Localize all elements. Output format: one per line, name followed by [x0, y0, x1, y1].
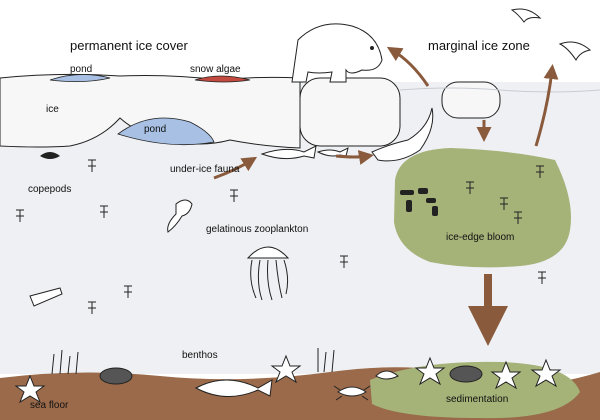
benthos-organisms [14, 348, 562, 404]
starfish-icon [490, 360, 522, 390]
label-sea-floor: sea floor [30, 400, 69, 411]
label-snow-algae: snow algae [190, 64, 241, 75]
sedimentation-area [370, 361, 580, 419]
fish-icon [260, 145, 349, 160]
starfish-icon [14, 374, 46, 404]
copepod-icons [16, 159, 546, 314]
polar-bear-icon [291, 23, 383, 83]
diatom-icons [400, 188, 438, 216]
label-copepods: copepods [28, 184, 71, 195]
ice-floe-2 [441, 81, 501, 119]
label-pond-top: pond [70, 64, 92, 75]
label-under-ice-fauna: under-ice fauna [170, 164, 240, 175]
label-pond-under: pond [144, 124, 166, 135]
seal-icon [371, 107, 434, 162]
jellyfish-icon [246, 246, 290, 301]
arrow-fauna-to-fish [213, 156, 258, 180]
label-ice-edge-bloom: ice-edge bloom [446, 232, 514, 243]
coral-icon [317, 348, 335, 373]
pond-top [49, 74, 111, 82]
arrow-seal-to-bear [386, 46, 430, 87]
arrow-bloom-to-bird [534, 64, 559, 147]
label-gelatinous-zooplankton: gelatinous zooplankton [206, 224, 308, 235]
pond-under [117, 117, 215, 146]
starfish-icon [414, 356, 446, 386]
crab-icon [333, 385, 371, 401]
label-sedimentation: sedimentation [446, 394, 508, 405]
coral-icon [51, 349, 79, 375]
squid-icon [29, 287, 63, 307]
label-benthos: benthos [182, 350, 218, 361]
amphipod-icon [40, 152, 60, 159]
snow-algae [194, 75, 251, 83]
clam-icon [449, 365, 483, 383]
starfish-icon [530, 358, 562, 388]
sea-surface [399, 87, 600, 93]
ice-block-1 [299, 77, 401, 147]
shrimp-icon [375, 370, 399, 380]
label-permanent-ice-cover: permanent ice cover [70, 38, 188, 53]
label-ice: ice [46, 104, 59, 115]
flatfish-icon [194, 379, 273, 398]
starfish-icon [270, 354, 302, 384]
ice-edge-bloom [394, 148, 571, 268]
arrow-fish-to-seal [335, 150, 374, 165]
ctenophore-icon [167, 199, 193, 233]
energy-flow-arrows [213, 46, 559, 180]
clam-icon [99, 367, 133, 385]
bird-icon [510, 8, 592, 61]
ice-sheet [0, 73, 301, 149]
label-marginal-ice-zone: marginal ice zone [428, 38, 530, 53]
